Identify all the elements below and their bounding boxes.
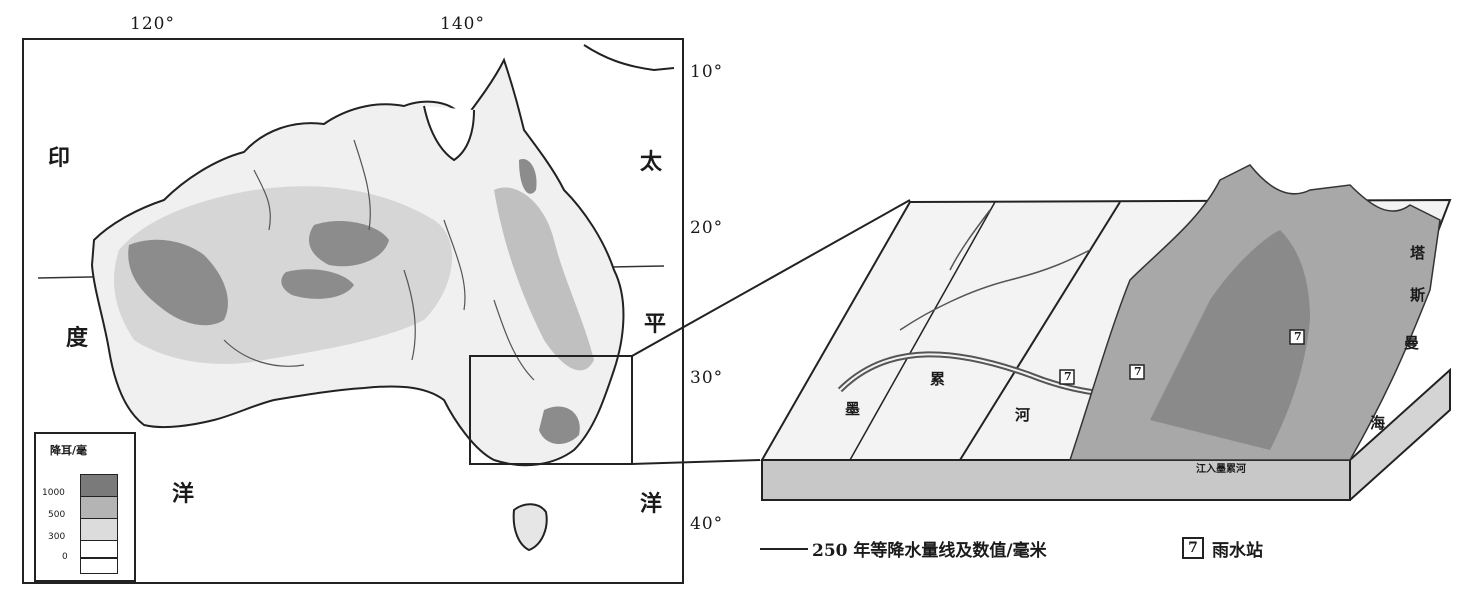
range-shading — [1150, 230, 1310, 450]
rain-gauge-2 — [1129, 364, 1145, 380]
latitude-label-30: 30° — [690, 368, 724, 388]
longitude-label-120: 120° — [130, 14, 175, 34]
legend-level-500: 500 — [48, 510, 66, 520]
tasman-sea-label-1: 塔 — [1410, 244, 1426, 262]
rainfall-band-1000-central — [309, 220, 389, 267]
rain-station-symbol: 7 — [1182, 537, 1204, 559]
rain-gauge-1 — [1059, 369, 1075, 385]
tributaries — [899, 209, 1091, 331]
tasmania-outline — [512, 503, 548, 552]
gauge-number-2: 7 — [1134, 365, 1142, 378]
legend-level-300: 300 — [48, 532, 66, 542]
gauge-number-1: 7 — [1064, 370, 1072, 383]
rainfall-band-500-east — [494, 187, 594, 371]
new-guinea-coast — [583, 44, 675, 72]
ocean-label-pacific-3: 洋 — [640, 491, 663, 517]
river-label-2: 累 — [930, 370, 946, 388]
ocean-label-indian-3: 洋 — [172, 481, 195, 507]
tasman-sea-label-4: 海 — [1370, 414, 1386, 432]
inland-lines — [223, 139, 535, 381]
rainfall-band-1000-west — [128, 239, 228, 326]
longitude-label-140: 140° — [440, 14, 485, 34]
river-label-3: 河 — [1015, 406, 1031, 424]
inset-connector-lines — [631, 199, 911, 465]
ocean-label-indian-2: 度 — [66, 325, 89, 351]
isohyet-legend-text: 250 年等降水量线及数值/毫米 — [812, 541, 1047, 561]
legend-swatch-1000 — [80, 474, 118, 498]
legend-swatch-500 — [80, 496, 118, 520]
river-label-1: 墨 — [845, 400, 861, 418]
australia-map — [37, 44, 675, 552]
latitude-label-40: 40° — [690, 514, 724, 534]
block-front-face-top — [761, 459, 1351, 501]
legend-title: 降耳/毫 — [50, 444, 88, 457]
rainfall-band-1000-northeast — [519, 159, 537, 194]
murray-basin-block-diagram — [760, 164, 1452, 501]
legend-symbol-box — [80, 558, 118, 574]
ocean-label-pacific-2: 平 — [644, 311, 667, 337]
latitude-label-10: 10° — [690, 62, 724, 82]
gauge-number-3: 7 — [1294, 330, 1302, 343]
legend-swatch-0 — [80, 540, 118, 558]
rain-gauge-3 — [1289, 329, 1305, 345]
latitude-label-20: 20° — [690, 218, 724, 238]
rain-station-legend-text: 雨水站 — [1212, 541, 1263, 561]
river-mouth-label: 江入墨累河 — [1196, 464, 1246, 475]
rain-station-symbol-text: 7 — [1188, 540, 1198, 556]
legend-level-0: 0 — [62, 552, 68, 562]
rainfall-legend: 降耳/毫 1000 500 300 0 — [34, 432, 136, 582]
legend-swatch-300 — [80, 518, 118, 542]
ocean-label-indian-1: 印 — [48, 145, 71, 171]
tasman-sea-label-3: 曼 — [1404, 334, 1420, 352]
tasman-sea-label-2: 斯 — [1410, 286, 1426, 304]
inset-box — [469, 355, 633, 465]
isohyet-legend-line — [760, 548, 808, 550]
australia-map-frame — [22, 38, 684, 584]
legend-level-1000: 1000 — [42, 488, 65, 498]
rainfall-band-1000-central-south — [281, 269, 354, 299]
rainfall-band-1000-southeast — [539, 406, 580, 445]
gulf-of-carpentaria — [423, 105, 475, 162]
ocean-label-pacific-1: 太 — [640, 149, 663, 175]
